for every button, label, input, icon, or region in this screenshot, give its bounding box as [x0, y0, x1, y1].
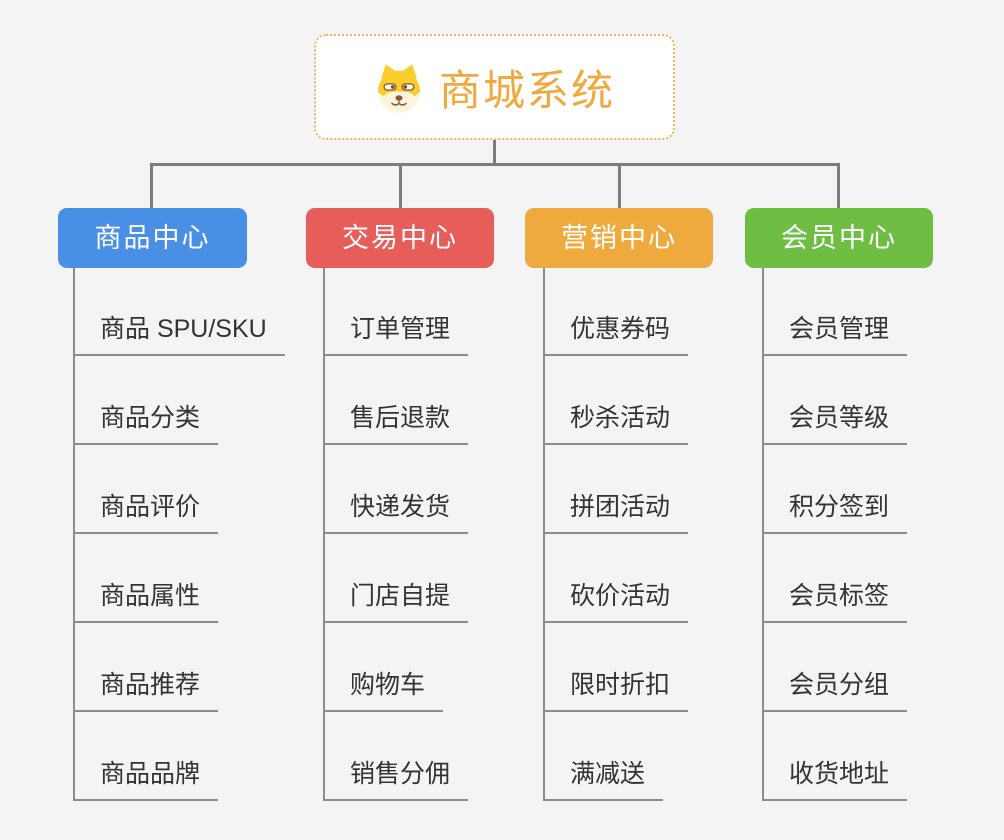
- leaf-node[interactable]: 收货地址: [764, 712, 908, 801]
- leaf-label: 销售分佣: [325, 754, 469, 801]
- leaf-node[interactable]: 商品评价: [75, 445, 285, 534]
- connector-drop-trade: [399, 163, 402, 209]
- leaf-node[interactable]: 限时折扣: [545, 623, 689, 712]
- leaf-node[interactable]: 拼团活动: [545, 445, 689, 534]
- leaf-label: 会员等级: [764, 398, 908, 445]
- leaf-node[interactable]: 满减送: [545, 712, 688, 801]
- leaf-label: 秒杀活动: [545, 398, 689, 445]
- leaf-label: 订单管理: [325, 309, 469, 356]
- connector-drop-product: [150, 163, 153, 209]
- leaf-label: 会员分组: [764, 665, 908, 712]
- leaf-label: 会员管理: [764, 309, 908, 356]
- leaf-node[interactable]: 秒杀活动: [545, 356, 689, 445]
- leaf-label: 商品 SPU/SKU: [75, 309, 285, 356]
- leaf-node[interactable]: 会员管理: [764, 267, 908, 356]
- leaf-label: 积分签到: [764, 487, 908, 534]
- leaf-node[interactable]: 商品 SPU/SKU: [75, 267, 285, 356]
- dog-icon: [377, 64, 421, 113]
- leaf-label: 商品品牌: [75, 754, 219, 801]
- leaf-node[interactable]: 会员标签: [764, 534, 908, 623]
- leaf-node[interactable]: 会员等级: [764, 356, 908, 445]
- leaf-label: 满减送: [545, 754, 664, 801]
- leaf-label: 售后退款: [325, 398, 469, 445]
- leaf-label: 限时折扣: [545, 665, 689, 712]
- leaf-label: 购物车: [325, 665, 444, 712]
- connector-drop-marketing: [618, 163, 621, 209]
- leaf-label: 会员标签: [764, 576, 908, 623]
- leaf-node[interactable]: 会员分组: [764, 623, 908, 712]
- leaf-label: 砍价活动: [545, 576, 689, 623]
- leaf-node[interactable]: 砍价活动: [545, 534, 689, 623]
- leaf-label: 商品评价: [75, 487, 219, 534]
- leaf-label: 商品推荐: [75, 665, 219, 712]
- branch-children-member: 会员管理 会员等级 积分签到 会员标签 会员分组 收货地址: [762, 267, 908, 801]
- leaf-label: 优惠券码: [545, 309, 689, 356]
- leaf-node[interactable]: 门店自提: [325, 534, 469, 623]
- leaf-node[interactable]: 积分签到: [764, 445, 908, 534]
- branch-node-trade-center[interactable]: 交易中心: [306, 208, 494, 268]
- connector-root-stem: [493, 140, 496, 166]
- leaf-node[interactable]: 订单管理: [325, 267, 469, 356]
- leaf-label: 门店自提: [325, 576, 469, 623]
- leaf-node[interactable]: 购物车: [325, 623, 468, 712]
- branch-node-marketing-center[interactable]: 营销中心: [525, 208, 713, 268]
- leaf-label: 商品分类: [75, 398, 219, 445]
- leaf-node[interactable]: 销售分佣: [325, 712, 469, 801]
- connector-bus: [151, 163, 840, 166]
- branch-node-product-center[interactable]: 商品中心: [58, 208, 247, 268]
- leaf-label: 拼团活动: [545, 487, 689, 534]
- leaf-node[interactable]: 商品分类: [75, 356, 285, 445]
- leaf-label: 商品属性: [75, 576, 219, 623]
- leaf-node[interactable]: 商品品牌: [75, 712, 285, 801]
- leaf-node[interactable]: 商品属性: [75, 534, 285, 623]
- branch-node-member-center[interactable]: 会员中心: [745, 208, 933, 268]
- branch-children-marketing: 优惠券码 秒杀活动 拼团活动 砍价活动 限时折扣 满减送: [543, 267, 689, 801]
- branch-children-trade: 订单管理 售后退款 快递发货 门店自提 购物车 销售分佣: [323, 267, 469, 801]
- leaf-node[interactable]: 快递发货: [325, 445, 469, 534]
- branch-children-product: 商品 SPU/SKU 商品分类 商品评价 商品属性 商品推荐 商品品牌: [73, 267, 285, 801]
- leaf-node[interactable]: 优惠券码: [545, 267, 689, 356]
- leaf-node[interactable]: 商品推荐: [75, 623, 285, 712]
- root-title: 商城系统: [438, 66, 615, 114]
- leaf-label: 收货地址: [764, 754, 908, 801]
- leaf-label: 快递发货: [325, 487, 469, 534]
- leaf-node[interactable]: 售后退款: [325, 356, 469, 445]
- connector-drop-member: [837, 163, 840, 209]
- root-node[interactable]: 商城系统: [314, 34, 675, 140]
